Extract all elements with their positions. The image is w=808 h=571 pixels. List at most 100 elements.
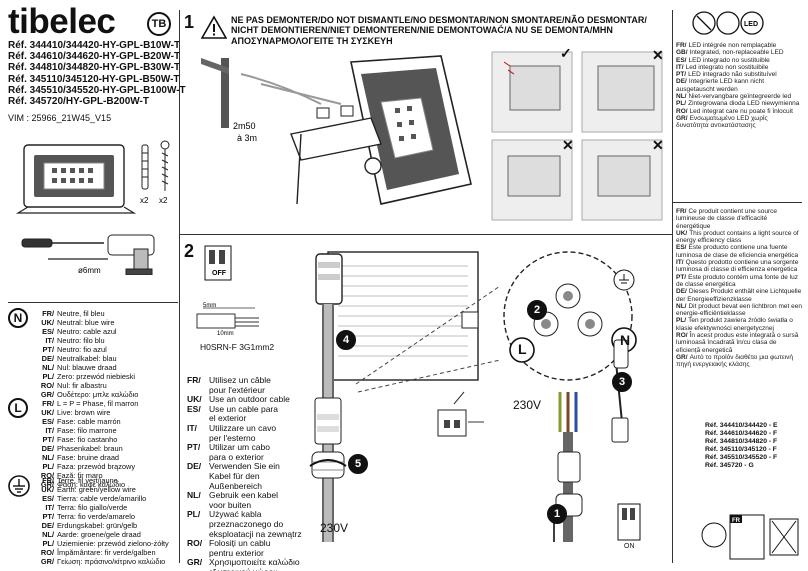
svg-text:LED: LED: [744, 21, 758, 28]
legend-row: DE/Neutralkabel: blau: [28, 354, 138, 363]
energy-note: FR/Ce produit contient une source lumine…: [676, 208, 802, 369]
brand-name: tibelec: [8, 2, 116, 41]
translation-text: Este produto contém uma fonte de luz de …: [676, 273, 798, 288]
translation-text: Neutre, fil bleu: [57, 309, 105, 318]
live-symbol: L: [8, 398, 28, 418]
language-code: GR/: [676, 114, 688, 122]
translation-text: Tierra: cable verde/amarillo: [57, 494, 147, 503]
energy-note-row: FR/Ce produit contient une source lumine…: [676, 208, 802, 230]
cable-instruction-row: pour l'extérieur: [187, 384, 302, 396]
callout-2: 2: [527, 300, 547, 320]
translation-text: pour l'extérieur: [209, 384, 265, 395]
cable-instruction-row: pentru exterior: [187, 548, 302, 559]
translation-text: Nul: fir albastru: [57, 381, 107, 390]
language-code: UK/: [41, 485, 54, 494]
translation-text: Neutro: fio azul: [57, 345, 107, 354]
translation-text: În acest produs este integrată o sursă l…: [676, 332, 799, 354]
legend-row: RO/Nul: fir albastru: [28, 381, 138, 390]
callout-1: 1: [547, 504, 567, 524]
strip-length: 5mm: [203, 303, 216, 309]
language-code: UK/: [41, 408, 54, 417]
language-code: PT/: [42, 512, 55, 521]
language-code: FR/: [676, 208, 687, 215]
reference-line: Réf. 345110/345120-HY-GPL-B50W-T: [8, 73, 180, 85]
step-1-number: 1: [184, 12, 195, 32]
language-code: FR/: [42, 309, 54, 318]
warning-line: ΑΠΟΣΥΝΑΡΜΟΛΟΓΕΙΤΕ ΤΗ ΣΥΣΚΕΥΗ: [231, 35, 393, 46]
legend-row: ES/Tierra: cable verde/amarillo: [28, 494, 169, 503]
mount-distance: à 3m: [237, 133, 257, 143]
language-code: RO/: [40, 548, 54, 557]
language-code: ES/: [42, 417, 54, 426]
model-energy-line: Réf. 345510/345520 - F: [705, 454, 778, 461]
legend-divider: [8, 302, 178, 303]
translation-text: Dieses Produkt enthält eine Lichtquelle …: [676, 288, 802, 303]
warning-line: NICHT DEMONTIEREN/NIET DEMONTEREN/NIE DE…: [231, 25, 613, 36]
cross-icon: ✕: [652, 137, 664, 153]
cable-instruction-row: Kabel für den: [187, 471, 302, 482]
translation-text: Use un cable para: [209, 403, 278, 414]
led-note-row: PL/Zintegrowana dioda LED niewymienna: [676, 100, 802, 107]
cable-instruction-row: przeznaczonego do: [187, 519, 302, 530]
voltage-label-right: 230V: [513, 398, 542, 412]
language-code: GR/: [187, 557, 203, 568]
cable-instruction-row: el exterior: [187, 414, 302, 424]
warning-line: NE PAS DEMONTER/DO NOT DISMANTLE/NO DESM…: [231, 15, 647, 25]
led-icons: LED: [692, 11, 764, 35]
recycle-person-icon: [701, 522, 727, 548]
language-code: GR/: [40, 390, 54, 399]
column-divider-right: [672, 10, 673, 563]
language-code: ES/: [42, 327, 54, 336]
cable-instruction-row: NL/Gebruik een kabel: [187, 490, 302, 501]
model-energy-line: Réf. 345110/345120 - F: [705, 446, 777, 453]
legend-row: NL/Nul: blauwe draad: [28, 363, 138, 372]
legend-row: UK/Neutral: blue wire: [28, 318, 138, 327]
cable-instruction-row: Außenbereich: [187, 481, 302, 492]
callout-3: 3: [612, 372, 632, 392]
language-code: PL/: [676, 317, 687, 325]
led-note-row: IT/Led integrato non sostituibile: [676, 64, 802, 71]
legend-row: GR/Ουδέτερο: μπλε καλώδιο: [28, 390, 138, 399]
led-note-row: ES/LED integrado no sustituible: [676, 57, 802, 64]
translation-text: Ce produit contient une source lumineuse…: [676, 208, 778, 230]
led-note-row: GB/Integrated, non-replaceable LED: [676, 49, 802, 56]
dos-and-donts-images: ✓ ✕ ✕ ✕: [491, 45, 664, 221]
language-code: ES/: [187, 403, 201, 414]
translation-text: εξωτερικού χώρου: [209, 567, 278, 571]
voltage-label-bottom: 230V: [320, 521, 349, 535]
translation-text: Terra: fio verde/amarelo: [57, 512, 136, 521]
energy-note-row: IT/Questo prodotto contiene una sorgente…: [676, 259, 802, 274]
language-code: RO/: [40, 381, 54, 390]
translation-text: Questo prodotto contiene una sorgente lu…: [676, 259, 799, 274]
cable-instruction-row: ES/Use un cable para: [187, 403, 302, 415]
screws-and-plugs: [141, 140, 170, 191]
terminal-n-label: N: [620, 332, 631, 348]
translation-text: Use an outdoor cable: [209, 394, 290, 405]
language-code: UK/: [41, 318, 54, 327]
reference-line: Réf. 345720/HY-GPL-B200W-T: [8, 96, 149, 108]
translation-text: Utilizzare un cavo: [209, 422, 277, 433]
language-code: GR/: [40, 480, 54, 489]
language-code: RO/: [187, 538, 203, 549]
legend-row: FR/Terre, fil vert/jaune: [28, 476, 169, 485]
language-code: GR/: [40, 557, 54, 566]
vim-code: VIM : 25966_21W45_V15: [8, 113, 112, 123]
translation-text: Earth: green/yellow wire: [57, 485, 136, 494]
language-code: PT/: [42, 345, 55, 354]
legend-row: RO/Fază: fir maro: [28, 471, 138, 480]
wire-strip-diagram: 5mm 10mm: [196, 303, 259, 336]
language-code: PL/: [187, 509, 201, 520]
translation-text: per l'esterno: [209, 432, 256, 443]
led-note-row: DE/Integrierte LED kann nicht ausgetausc…: [676, 78, 802, 93]
model-energy-line: Réf. 344410/344420 - E: [705, 422, 778, 429]
legend-row: IT/Terra: filo giallo/verde: [28, 503, 169, 512]
step-1-mounting-illustration: 2m50 à 3m: [201, 55, 472, 205]
cable-instruction-row: PT/Utilizar um cabo: [187, 442, 302, 453]
translation-text: eksploatacji na zewnątrz: [209, 528, 302, 539]
led-note-row: FR/LED intégrée non remplaçable: [676, 42, 802, 49]
language-code: IT/: [45, 503, 54, 512]
translation-text: LED integrado no sustituible: [688, 56, 770, 64]
translation-text: Fase: filo marrone: [57, 426, 117, 435]
